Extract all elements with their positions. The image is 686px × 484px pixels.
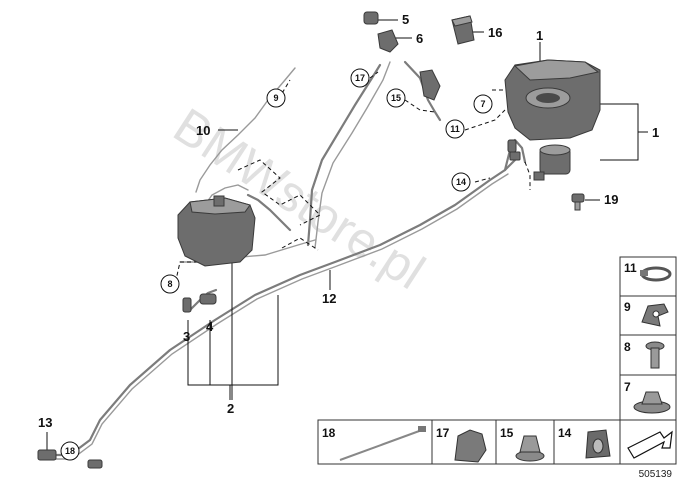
clip-3 [182, 297, 192, 313]
main-fuel-line-12-edge [45, 173, 509, 460]
legend-label-15: 15 [500, 426, 514, 440]
direction-arrow-icon [627, 430, 673, 459]
circled-callout-15: 15 [386, 88, 406, 108]
legend-label-9: 9 [624, 300, 631, 314]
legend-cell-18 [317, 419, 433, 465]
clip-14-icon [585, 429, 611, 459]
circled-callout-8: 8 [160, 274, 180, 294]
callout-19: 19 [604, 192, 618, 207]
tank-pump-module-1 [533, 144, 571, 181]
svg-text:15: 15 [391, 93, 401, 103]
leader-1b [600, 103, 648, 161]
main-line-clip [509, 151, 521, 161]
vent-line-10-b [204, 184, 249, 206]
dashed-link-3 [175, 261, 205, 281]
leader-3-4-frame [187, 295, 279, 400]
pad-16 [451, 15, 475, 45]
svg-text:14: 14 [456, 177, 466, 187]
legend-label-14: 14 [558, 426, 572, 440]
legend-cell-8 [619, 334, 677, 376]
circled-callout-9: 9 [266, 88, 286, 108]
svg-text:7: 7 [480, 99, 485, 109]
filler-neck-5-6 [363, 11, 441, 101]
dashed-leader-17 [369, 71, 379, 79]
circled-callout-17: 17 [350, 68, 370, 88]
screw-8-icon [645, 341, 665, 369]
dashed-link-2 [281, 237, 319, 251]
svg-text:11: 11 [450, 124, 460, 134]
clip-9-icon [641, 303, 669, 327]
circled-callout-18: 18 [60, 441, 80, 461]
callout-10: 10 [196, 123, 210, 138]
diagram-reference-number: 505139 [639, 469, 673, 480]
legend-label-11: 11 [624, 261, 637, 275]
vent-line-10 [195, 67, 296, 193]
vent-line-upper-2 [314, 61, 391, 249]
callout-4: 4 [206, 319, 214, 334]
legend-label-8: 8 [624, 340, 631, 354]
svg-text:17: 17 [355, 73, 365, 83]
callout-16: 16 [488, 25, 502, 40]
callout-13: 13 [38, 415, 52, 430]
legend-label-18: 18 [322, 426, 336, 440]
pipe-clip-mid [507, 139, 517, 153]
tank-2 [177, 195, 256, 267]
circled-callout-14: 14 [451, 172, 471, 192]
svg-text:9: 9 [273, 93, 278, 103]
callout-1-right: 1 [652, 125, 659, 140]
callout-3: 3 [183, 329, 190, 344]
callout-5: 5 [402, 12, 409, 27]
nut-7-icon [633, 391, 671, 414]
svg-text:18: 18 [65, 446, 75, 456]
dashed-leader-14 [474, 177, 491, 183]
screw-19 [571, 193, 585, 211]
vent-line-right [403, 60, 442, 122]
callout-2: 2 [227, 401, 234, 416]
bracket-13 [37, 449, 57, 461]
legend-panel: 11 9 8 7 18 17 15 14 [317, 256, 677, 465]
circled-callout-7: 7 [473, 94, 493, 114]
svg-text:8: 8 [167, 279, 172, 289]
pipe-end-fitting [87, 459, 103, 469]
dashed-link-1 [237, 159, 321, 226]
dashed-leader-tank-fitting [524, 161, 531, 190]
hose-clamp-11-icon [640, 266, 672, 282]
nut-15-icon [515, 435, 545, 462]
callout-6: 6 [416, 31, 423, 46]
callout-1-top: 1 [536, 28, 543, 43]
circled-callout-11: 11 [445, 119, 465, 139]
tank-1 [504, 59, 601, 141]
callout-12: 12 [322, 291, 336, 306]
main-fuel-line-12 [42, 158, 517, 457]
vent-line-upper [306, 63, 382, 247]
dashed-leader-11 [464, 109, 506, 131]
valve-4 [199, 293, 217, 305]
dashed-leader-15 [404, 99, 436, 113]
legend-label-7: 7 [624, 380, 631, 394]
cable-tie-18-icon [339, 426, 426, 461]
legend-label-17: 17 [436, 426, 450, 440]
tank2-outlet-line [246, 193, 292, 232]
clip-17-icon [454, 429, 487, 463]
